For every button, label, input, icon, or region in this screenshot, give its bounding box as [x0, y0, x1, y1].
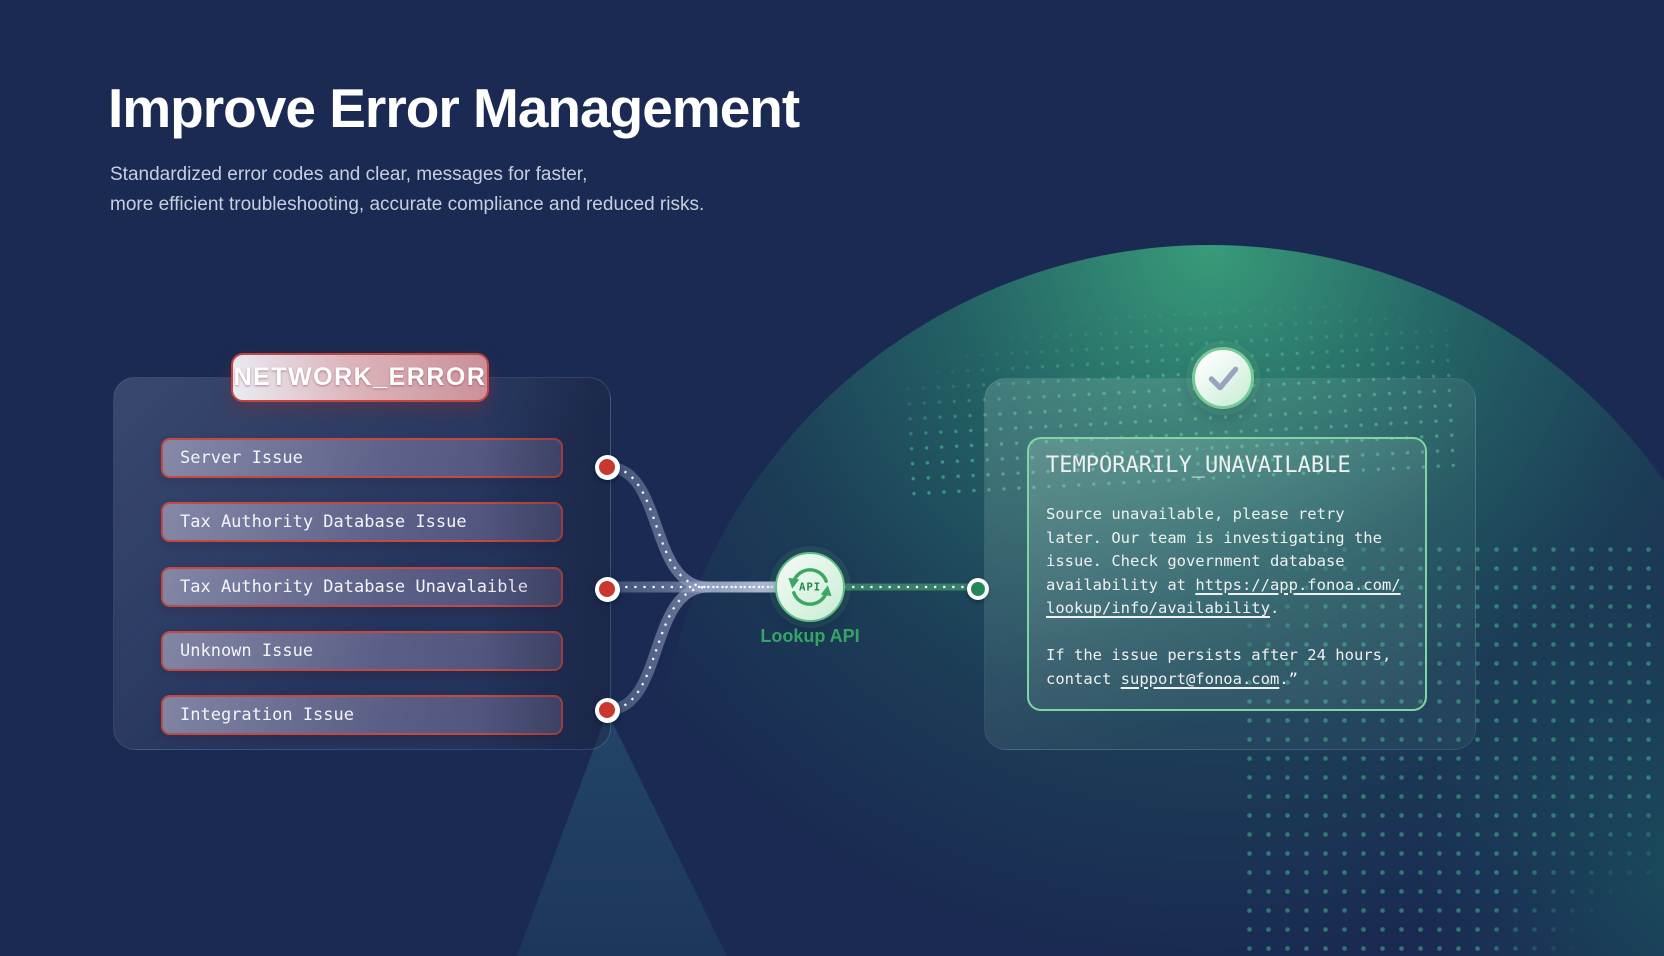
error-item: Integration Issue — [161, 695, 563, 736]
error-item-label: Server Issue — [180, 448, 303, 468]
red-dot-icon — [599, 581, 615, 597]
message-text: issue. Check government database — [1046, 552, 1345, 570]
result-panel: TEMPORARILY_UNAVAILABLE Source unavailab… — [984, 378, 1476, 750]
message-text: availability at — [1046, 575, 1196, 594]
error-message-box: TEMPORARILY_UNAVAILABLE Source unavailab… — [1027, 437, 1427, 711]
message-line: Source unavailable, please retry — [1046, 503, 1408, 527]
error-item-label: Tax Authority Database Issue — [180, 512, 467, 533]
error-item: Server Issue — [161, 438, 563, 478]
message-line: contact support@fonoa.com.” — [1046, 668, 1408, 692]
success-check-badge — [1192, 347, 1254, 409]
message-line: later. Our team is investigating the — [1046, 527, 1408, 551]
message-line — [1046, 621, 1408, 645]
message-text: contact — [1046, 669, 1121, 688]
checkmark-icon — [1208, 366, 1239, 391]
api-sync-icon: API — [788, 568, 832, 606]
error-item: Tax Authority Database Issue — [161, 502, 563, 543]
message-link[interactable]: https://app.fonoa.com/ — [1195, 575, 1401, 594]
subtitle-line-1: Standardized error codes and clear, mess… — [110, 164, 588, 185]
error-item: Unknown Issue — [161, 630, 563, 671]
message-link[interactable]: support@fonoa.com — [1120, 669, 1280, 688]
message-link[interactable]: lookup/info/availability — [1046, 599, 1270, 617]
connector-node-red-2 — [594, 576, 620, 602]
error-badge-label: NETWORK_ERROR — [233, 363, 487, 391]
error-code-title: TEMPORARILY_UNAVAILABLE — [1046, 453, 1351, 478]
message-text: . — [1269, 599, 1280, 617]
subtitle-line-2: more efficient troubleshooting, accurate… — [110, 194, 705, 215]
error-item-label: Unknown Issue — [180, 640, 314, 661]
error-item-label: Tax Authority Database Unavalaible — [180, 576, 528, 597]
message-text: Source unavailable, please retry — [1046, 505, 1345, 523]
red-dot-icon — [599, 702, 615, 718]
message-text: later. Our team is investigating the — [1046, 528, 1382, 547]
message-text: If the issue persists after 24 hours, — [1046, 646, 1392, 664]
red-dot-icon — [599, 459, 615, 475]
lookup-api-label: Lookup API — [760, 626, 860, 646]
connector-node-green — [967, 578, 989, 600]
error-item-label: Integration Issue — [180, 705, 354, 726]
error-item: Tax Authority Database Unavalaible — [161, 566, 563, 607]
green-dot-icon — [971, 582, 985, 596]
api-icon-text: API — [799, 581, 821, 594]
error-badge: NETWORK_ERROR — [231, 353, 489, 402]
connector-node-red-1 — [594, 454, 620, 480]
message-line: lookup/info/availability. — [1046, 597, 1408, 621]
connector-node-red-3 — [594, 697, 620, 723]
error-message-body: Source unavailable, please retry later. O… — [1046, 503, 1408, 691]
message-line: issue. Check government database — [1046, 550, 1408, 574]
lookup-api-node: API — [775, 552, 845, 622]
page-title: Improve Error Management — [108, 77, 800, 139]
message-line: If the issue persists after 24 hours, — [1046, 644, 1408, 668]
message-line: availability at https://app.fonoa.com/ — [1046, 574, 1408, 598]
message-text: .” — [1279, 669, 1298, 688]
page-subtitle: Standardized error codes and clear, mess… — [110, 160, 704, 220]
